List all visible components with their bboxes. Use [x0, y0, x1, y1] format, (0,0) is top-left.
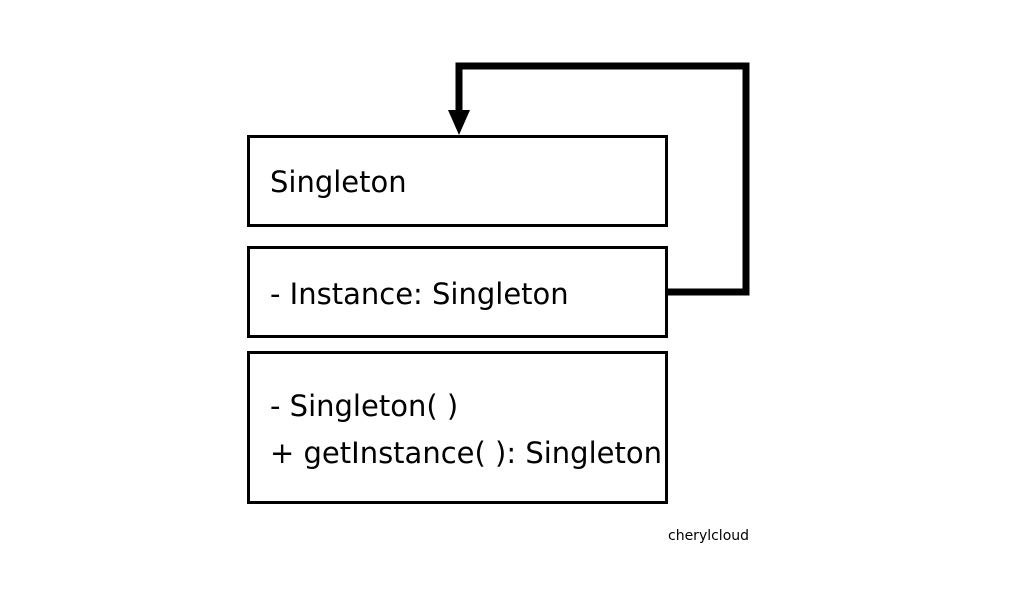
watermark: cherylcloud	[668, 528, 750, 544]
operation-get-instance: + getInstance( ): Singleton	[270, 436, 662, 470]
operation-constructor: - Singleton( )	[270, 389, 459, 423]
attribute-instance: - Instance: Singleton	[270, 277, 569, 311]
arrowhead-icon	[448, 110, 470, 135]
operations-compartment: - Singleton( ) + getInstance( ): Singlet…	[247, 351, 668, 504]
class-name: Singleton	[270, 165, 407, 199]
class-name-compartment: Singleton	[247, 135, 668, 227]
attributes-compartment: - Instance: Singleton	[247, 246, 668, 338]
